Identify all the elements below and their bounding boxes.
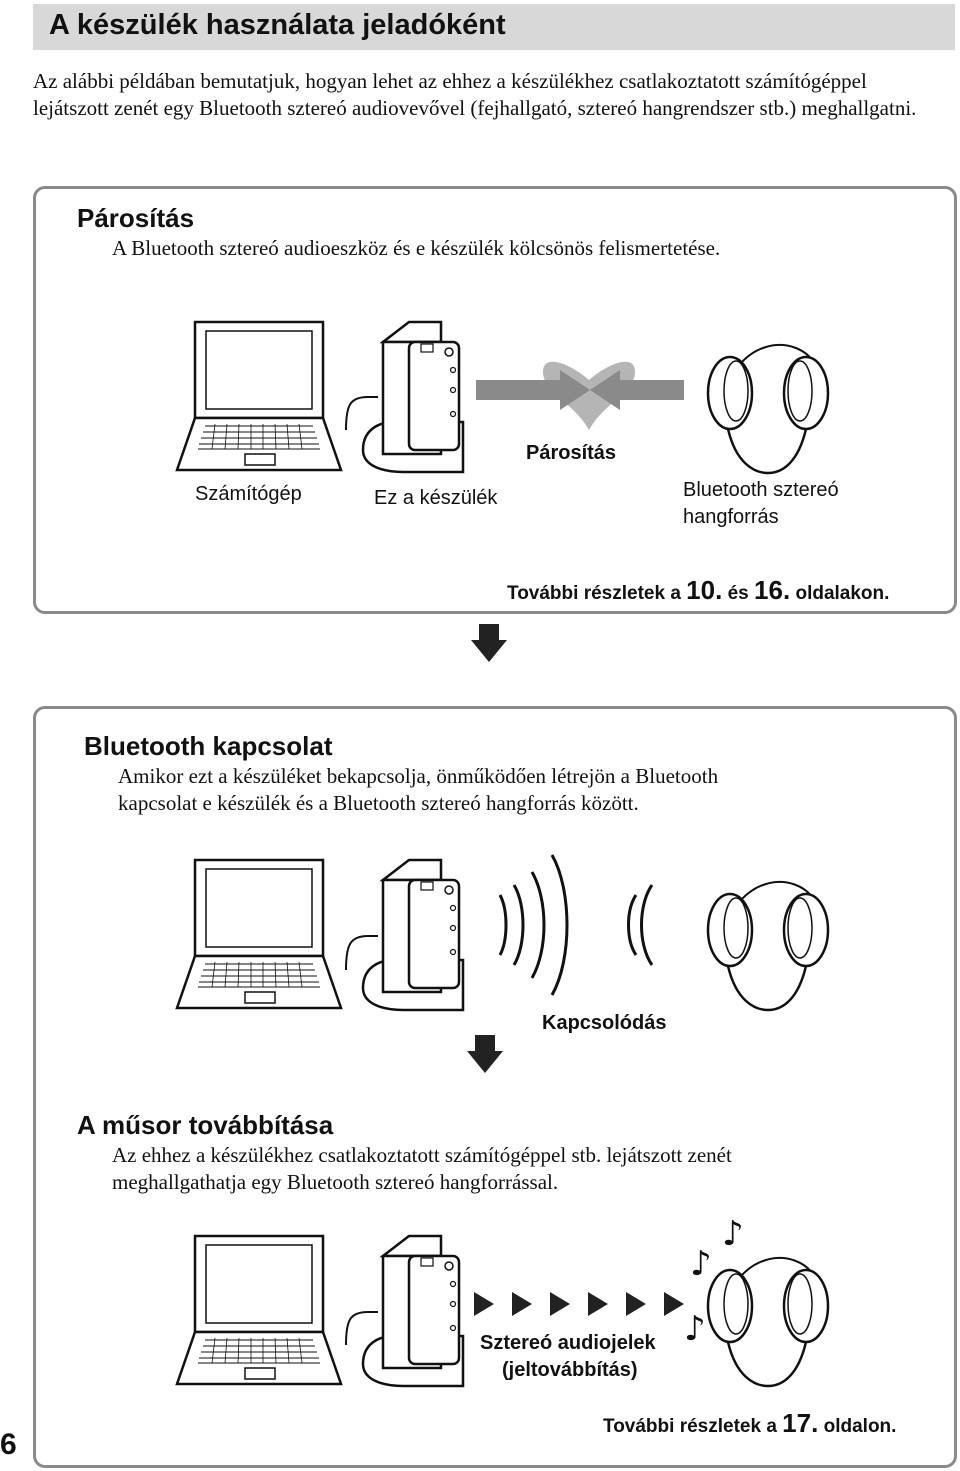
pairing-heading: Párosítás — [77, 203, 195, 233]
down-arrow-1 — [471, 624, 507, 662]
down-arrow-2 — [467, 1035, 503, 1073]
title-bar: A készülék használata jeladóként — [33, 4, 955, 50]
svg-text:♪: ♪ — [722, 1214, 744, 1254]
pairing-icon — [476, 361, 684, 430]
label-source-line1: Bluetooth sztereó — [683, 479, 839, 501]
music-note-icons: ♪ ♪ ♪ — [684, 1214, 744, 1349]
label-pairing: Párosítás — [526, 442, 617, 464]
cable-2 — [345, 935, 378, 971]
transmission-description-line1: Az ehhez a készülékhez csatlakoztatott s… — [112, 1143, 732, 1167]
intro-text: Az alábbi példában bemutatjuk, hogyan le… — [33, 69, 917, 120]
transmission-page-reference: További részletek a 17. oldalon. — [603, 1408, 897, 1438]
connection-description-line1: Amikor ezt a készüléket bekapcsolja, önm… — [118, 764, 719, 788]
laptop-illustration-1 — [175, 320, 343, 472]
connection-description-line2: kapcsolat e készülék és a Bluetooth szte… — [118, 791, 639, 815]
transmission-heading: A műsor továbbítása — [77, 1110, 334, 1140]
label-computer: Számítógép — [195, 483, 302, 505]
label-device: Ez a készülék — [374, 487, 498, 509]
laptop-illustration-3 — [175, 1234, 343, 1386]
page-title: A készülék használata jeladóként — [49, 9, 506, 41]
laptop-illustration-2 — [175, 858, 343, 1010]
headphones-illustration-3 — [706, 1256, 830, 1388]
connection-heading: Bluetooth kapcsolat — [84, 731, 333, 761]
wireless-waves-icon — [498, 854, 654, 996]
page-number: 6 — [0, 1428, 17, 1461]
svg-text:♪: ♪ — [684, 1309, 706, 1349]
transmission-description-line2: meghallgathatja egy Bluetooth sztereó ha… — [112, 1170, 559, 1194]
headphones-illustration-2 — [706, 880, 830, 1012]
headphones-illustration-1 — [706, 343, 830, 475]
pairing-description: A Bluetooth sztereó audioeszköz és e kés… — [112, 236, 721, 260]
svg-text:♪: ♪ — [690, 1244, 712, 1284]
label-connecting: Kapcsolódás — [542, 1012, 667, 1034]
label-signal-line2: (jeltovábbítás) — [502, 1359, 638, 1381]
pairing-page-reference: További részletek a 10. és 16. oldalakon… — [507, 575, 890, 605]
label-source-line2: hangforrás — [683, 506, 779, 528]
cable-3 — [345, 1311, 378, 1346]
signal-triangles-icon — [474, 1292, 684, 1316]
label-signal-line1: Sztereó audiojelek — [480, 1332, 656, 1354]
cable-1 — [345, 396, 378, 431]
